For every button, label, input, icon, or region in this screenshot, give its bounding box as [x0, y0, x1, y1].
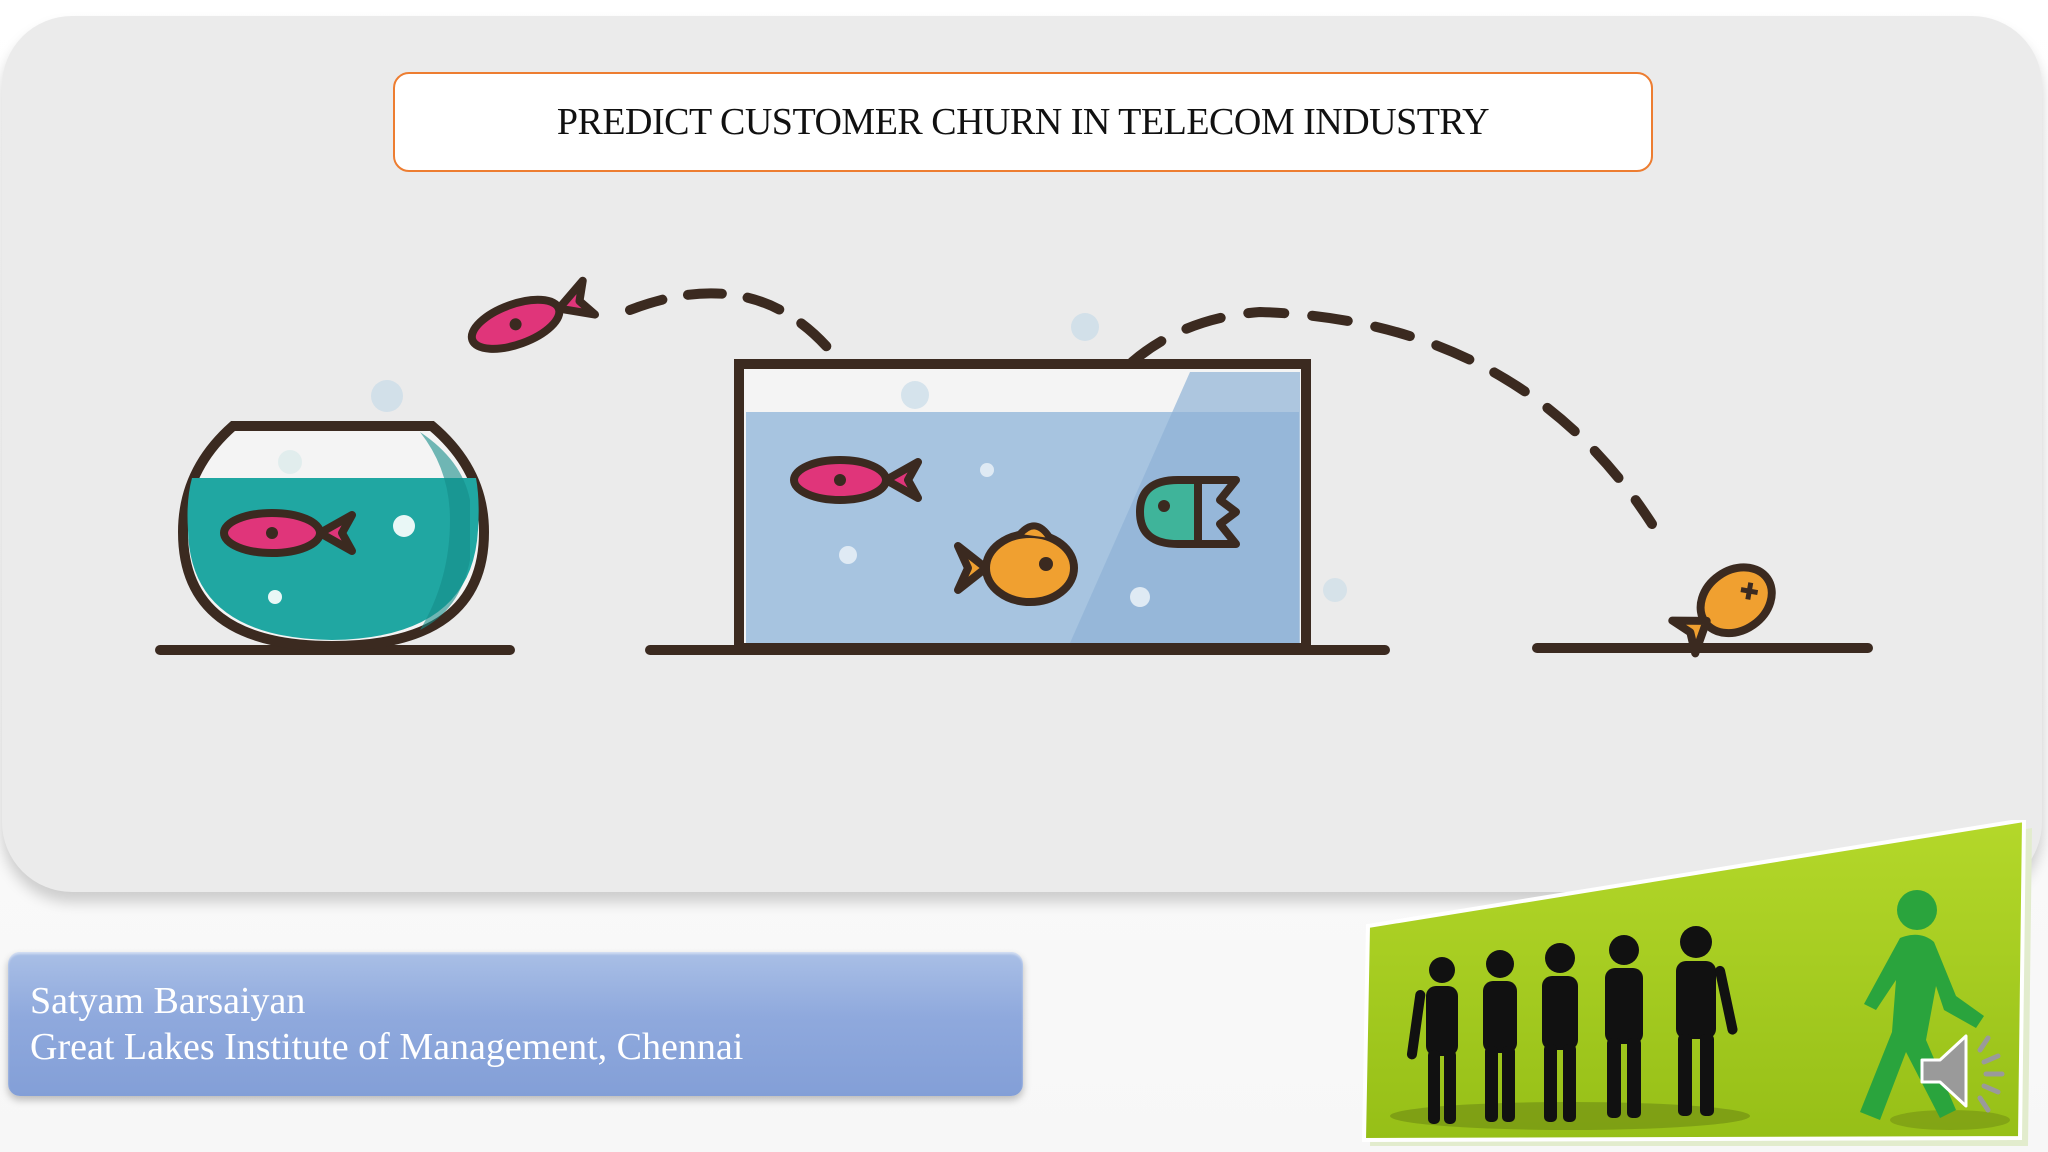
fish-bowl-icon — [177, 380, 490, 652]
author-box: Satyam Barsaiyan Great Lakes Institute o… — [8, 952, 1023, 1096]
speaker-icon[interactable] — [1918, 1024, 2008, 1116]
jumping-fish-icon — [467, 276, 600, 353]
dead-fish-icon — [1668, 563, 1776, 658]
fish-churn-illustration — [155, 276, 1873, 658]
aquarium-icon — [734, 359, 1311, 653]
author-institute: Great Lakes Institute of Management, Che… — [30, 1026, 744, 1068]
slide-title: PREDICT CUSTOMER CHURN IN TELECOM INDUST… — [556, 101, 1490, 143]
title-box: PREDICT CUSTOMER CHURN IN TELECOM INDUST… — [393, 72, 1653, 172]
author-name: Satyam Barsaiyan — [30, 980, 306, 1022]
people-leaving-illustration — [1361, 820, 2032, 1146]
people-group-icon — [1406, 926, 1738, 1124]
walking-person-icon — [1860, 890, 1984, 1120]
trajectory-right — [1085, 306, 1657, 529]
